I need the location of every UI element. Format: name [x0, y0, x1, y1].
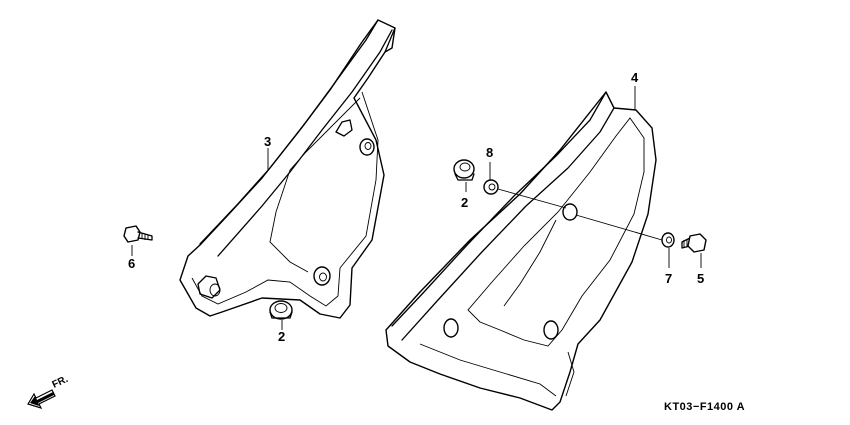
callout-2-left: 2 [278, 329, 285, 344]
callout-4: 4 [631, 70, 639, 85]
callout-7: 7 [665, 271, 672, 286]
callout-3: 3 [264, 134, 271, 149]
grommet-part-2-left [269, 300, 293, 320]
collar-part-8 [483, 179, 499, 195]
callout-6: 6 [128, 256, 135, 271]
grommet-part-2-right [453, 159, 475, 181]
right-side-cover [385, 91, 657, 411]
lower-grommet-hole [313, 266, 331, 286]
callout-2-right: 2 [461, 195, 468, 210]
front-direction-arrow [27, 389, 56, 409]
bolt-part-6 [123, 225, 153, 243]
cover-mount-hole [562, 203, 578, 221]
upper-grommet-hole [359, 138, 375, 156]
left-side-cover [179, 19, 396, 319]
callout-8: 8 [486, 145, 493, 160]
washer-part-7 [661, 232, 675, 248]
front-direction-label: FR. [51, 374, 70, 391]
bolt-part-5 [681, 233, 707, 253]
callout-5: 5 [697, 271, 704, 286]
leader-lines [131, 86, 702, 330]
assembly-line-collar [497, 188, 567, 209]
assembly-line-washer [575, 214, 663, 241]
drawing-code: KT03−F1400 A [664, 401, 745, 413]
